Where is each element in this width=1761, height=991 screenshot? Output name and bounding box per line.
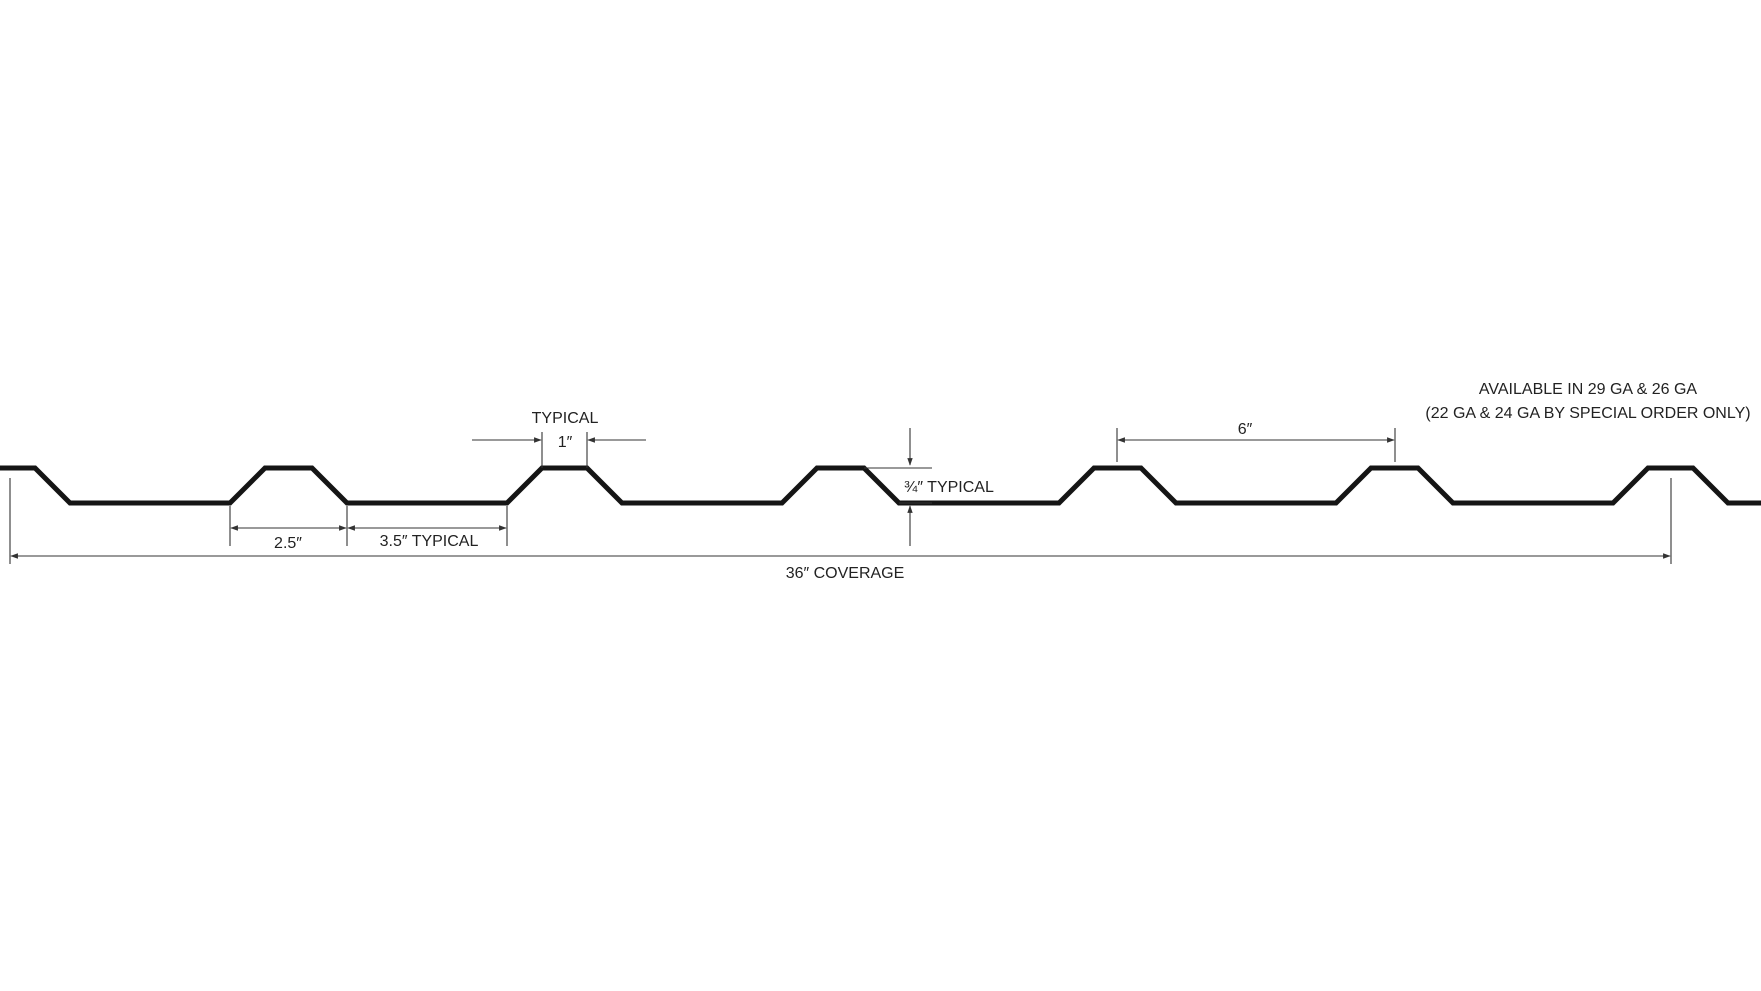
coverage-dimension: 36″ COVERAGE [9, 478, 1672, 582]
rib-height-dimension: ¾″ TYPICAL [864, 428, 994, 546]
rib-height-label: ¾″ TYPICAL [904, 479, 994, 496]
rib-top-width-label: 1″ [558, 434, 573, 451]
flat-width-dimension: 3.5″ TYPICAL [347, 506, 508, 550]
rib-spacing-label: 6″ [1238, 421, 1253, 438]
rib-base-width-label: 2.5″ [274, 535, 302, 552]
rib-base-width-dimension: 2.5″ [229, 506, 348, 552]
rib-spacing-dimension: 6″ [1116, 421, 1396, 462]
typical-label: TYPICAL [532, 410, 599, 427]
rib-top-width-dimension: TYPICAL 1″ [472, 410, 646, 468]
panel-profile-line [0, 465, 1761, 506]
flat-width-label: 3.5″ TYPICAL [380, 533, 479, 550]
availability-note: AVAILABLE IN 29 GA & 26 GA (22 GA & 24 G… [1425, 381, 1750, 422]
coverage-label: 36″ COVERAGE [786, 565, 905, 582]
availability-line-2: (22 GA & 24 GA BY SPECIAL ORDER ONLY) [1425, 405, 1750, 422]
availability-line-1: AVAILABLE IN 29 GA & 26 GA [1479, 381, 1698, 398]
